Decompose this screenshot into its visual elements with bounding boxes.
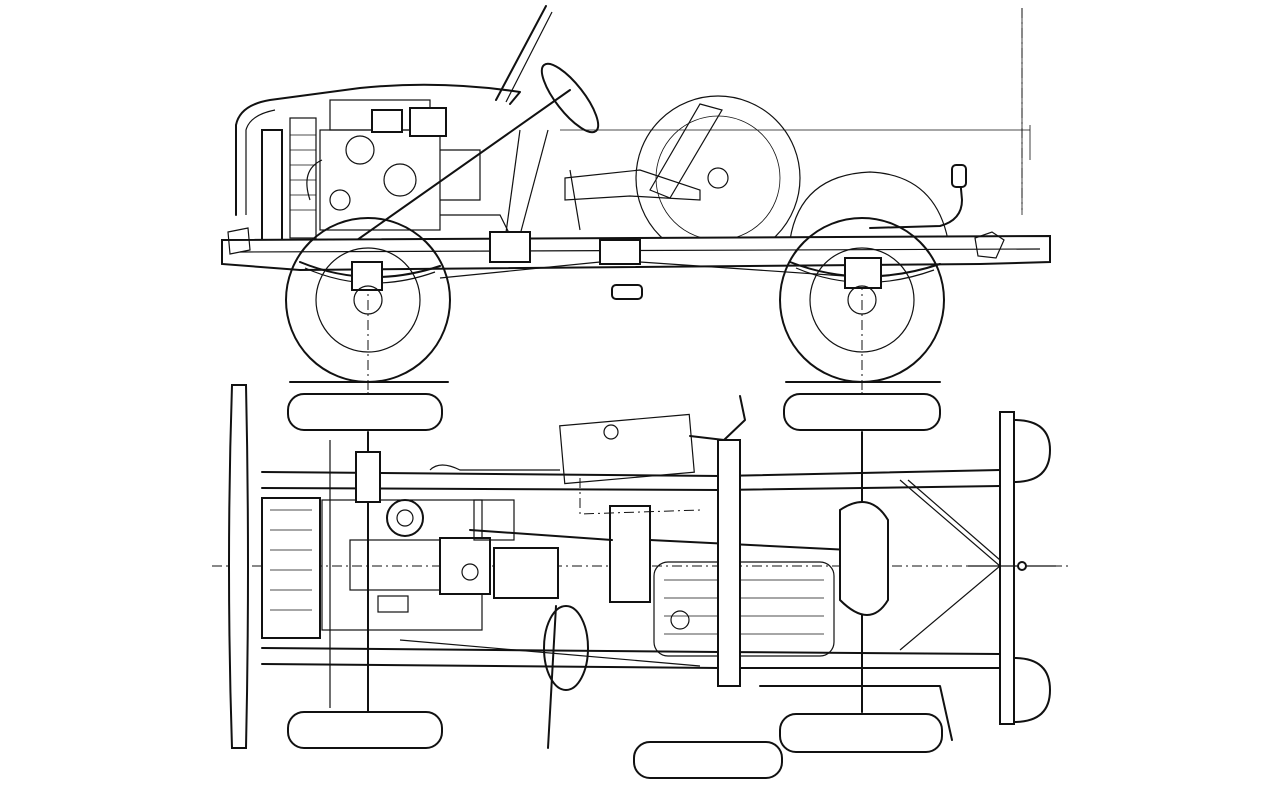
jerrycan — [649, 103, 723, 199]
transfer-case — [599, 239, 641, 265]
front-propshaft — [469, 529, 613, 541]
windshield-frame-inner — [505, 11, 553, 103]
underside-plan-view — [212, 384, 1070, 779]
rear-bracing-inner — [907, 479, 1001, 561]
rear-lifting-ring-right — [1013, 657, 1051, 723]
rear-bracing — [899, 479, 1001, 651]
fuel-sediment-bowl — [611, 284, 643, 300]
front-propshaft-side — [439, 261, 601, 279]
filler-cap — [951, 164, 967, 188]
floor-pan — [653, 561, 835, 657]
rear-differential — [839, 501, 889, 616]
rear-crossmember — [999, 411, 1015, 725]
floor-pan-ribs — [664, 579, 824, 635]
steering-wheel — [540, 62, 600, 134]
radiator-core — [289, 117, 317, 239]
tow-hitch-pin — [1017, 561, 1027, 571]
side-elevation-view — [221, 5, 1051, 400]
rear-fender — [789, 171, 949, 241]
right-frame-rail-inner — [261, 663, 1001, 669]
gearbox-plan — [493, 547, 559, 599]
engine-plan — [321, 464, 560, 631]
seat-support — [569, 169, 581, 231]
steering-column-plan — [547, 605, 557, 749]
radiator-fins — [290, 134, 316, 211]
gear-lever — [519, 129, 549, 236]
rear-shackle — [974, 231, 1005, 259]
right-frame-rail — [261, 647, 1001, 655]
exhaust-pipe — [869, 177, 963, 229]
rear-wheel-side — [779, 217, 945, 383]
rear-lifting-ring-left — [1013, 419, 1051, 483]
drag-link — [399, 639, 701, 667]
drain-plug — [670, 610, 690, 630]
front-axle-housing — [351, 261, 383, 291]
middle-crossmember — [717, 439, 741, 687]
front-wheel-right — [287, 711, 443, 749]
seat — [564, 169, 701, 201]
exhaust-pipe-plan — [689, 395, 746, 441]
fuel-tank-cap — [603, 424, 619, 440]
spare-wheel-hub — [707, 167, 729, 189]
steering-wheel-plan — [543, 605, 589, 691]
front-bumper — [228, 384, 249, 749]
pedal-lever — [504, 129, 521, 241]
rear-propshaft — [649, 539, 851, 551]
exhaust-pipe-plan-rear — [759, 685, 953, 741]
engine — [306, 99, 511, 236]
front-wheel-side — [285, 217, 451, 383]
bellhousing-plan — [473, 499, 515, 541]
front-bumper-bracket — [227, 227, 251, 255]
spare-wheel — [635, 95, 801, 261]
gearbox — [489, 231, 531, 263]
rear-wheel-left — [783, 393, 941, 431]
fuel-tank-outline — [579, 478, 701, 515]
front-differential — [355, 451, 381, 503]
rear-axle-housing — [844, 257, 882, 289]
fuel-tank — [559, 413, 695, 485]
transfer-case-plan — [609, 505, 651, 603]
hood-outline — [235, 83, 521, 216]
radiator-plan — [261, 497, 321, 639]
rear-propshaft-side — [639, 261, 846, 277]
spare-wheel-plan — [633, 741, 783, 779]
hood-inner-line — [245, 109, 276, 215]
front-wheel-left — [287, 393, 443, 431]
radiator-plan-fins — [270, 509, 312, 611]
radiator — [261, 129, 283, 243]
spare-wheel-rim — [655, 115, 781, 241]
rear-wheel-right — [779, 713, 943, 753]
windshield-frame — [495, 5, 547, 101]
